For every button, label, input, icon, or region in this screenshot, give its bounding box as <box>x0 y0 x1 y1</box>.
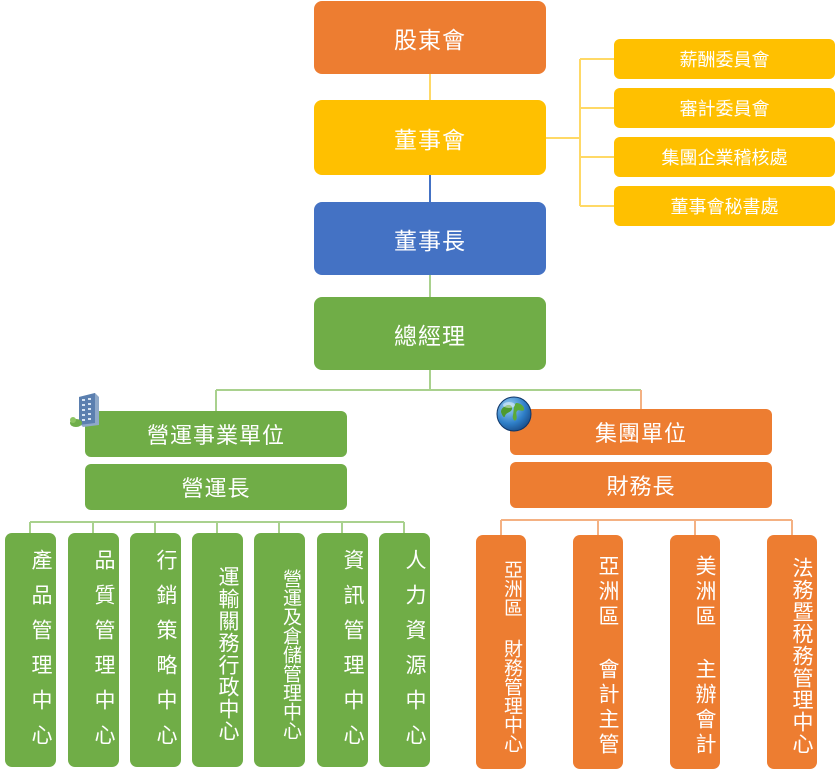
committee-box: 集團企業稽核處 <box>614 137 835 177</box>
group-head-label: 財務長 <box>606 475 676 500</box>
shareholders-box: 股東會 <box>314 1 546 74</box>
operations-center-label: 營運及倉儲管理中心 <box>280 568 302 740</box>
operations-center-label: 行銷策略中心 <box>154 549 178 759</box>
group-center-label: 法務暨稅務管理中心 <box>790 557 814 755</box>
committee-box: 薪酬委員會 <box>614 39 835 79</box>
chairman-label: 董事長 <box>394 228 466 255</box>
operations-head-box: 營運長 <box>85 464 347 510</box>
board-label: 董事會 <box>394 127 466 154</box>
group-unit-label: 集團單位 <box>594 422 687 447</box>
shareholders-label: 股東會 <box>394 27 466 54</box>
building-icon <box>70 393 99 427</box>
operations-unit-label: 營運事業單位 <box>146 424 285 449</box>
operations-center-label: 資訊管理中心 <box>341 549 365 759</box>
operations-center-box: 人力資源中心 <box>379 533 430 767</box>
committee-label: 董事會秘書處 <box>670 197 779 218</box>
operations-center-box: 品質管理中心 <box>68 533 119 767</box>
group-center-label: 亞洲區 會計主管 <box>596 554 620 758</box>
operations-center-label: 品質管理中心 <box>92 549 116 759</box>
group-center-box: 亞洲區 財務管理中心 <box>476 535 526 769</box>
chairman-box: 董事長 <box>314 202 546 275</box>
group-unit-box: 集團單位 <box>510 409 772 455</box>
committee-label: 薪酬委員會 <box>679 50 770 71</box>
operations-center-box: 產品管理中心 <box>5 533 56 767</box>
operations-center-box: 行銷策略中心 <box>130 533 181 767</box>
group-center-box: 美洲區 主辦會計 <box>670 535 720 769</box>
general-manager-box: 總經理 <box>314 297 546 370</box>
group-center-box: 法務暨稅務管理中心 <box>767 535 817 769</box>
operations-head-label: 營運長 <box>181 477 251 502</box>
operations-center-box: 資訊管理中心 <box>317 533 368 767</box>
general-manager-label: 總經理 <box>394 323 466 350</box>
operations-center-label: 運輸關務行政中心 <box>216 566 240 742</box>
board-box: 董事會 <box>314 100 546 175</box>
group-head-box: 財務長 <box>510 462 772 508</box>
committee-label: 集團企業稽核處 <box>661 148 788 169</box>
group-center-box: 亞洲區 會計主管 <box>573 535 623 769</box>
operations-center-label: 人力資源中心 <box>403 549 427 759</box>
group-center-label: 亞洲區 財務管理中心 <box>501 559 523 753</box>
operations-center-box: 運輸關務行政中心 <box>192 533 243 767</box>
operations-center-box: 營運及倉儲管理中心 <box>254 533 305 767</box>
committee-box: 董事會秘書處 <box>614 186 835 226</box>
committee-box: 審計委員會 <box>614 88 835 128</box>
operations-unit-box: 營運事業單位 <box>85 411 347 457</box>
committee-label: 審計委員會 <box>679 99 770 120</box>
group-center-label: 美洲區 主辦會計 <box>693 554 717 758</box>
globe-icon <box>496 396 532 432</box>
operations-center-label: 產品管理中心 <box>29 549 53 759</box>
